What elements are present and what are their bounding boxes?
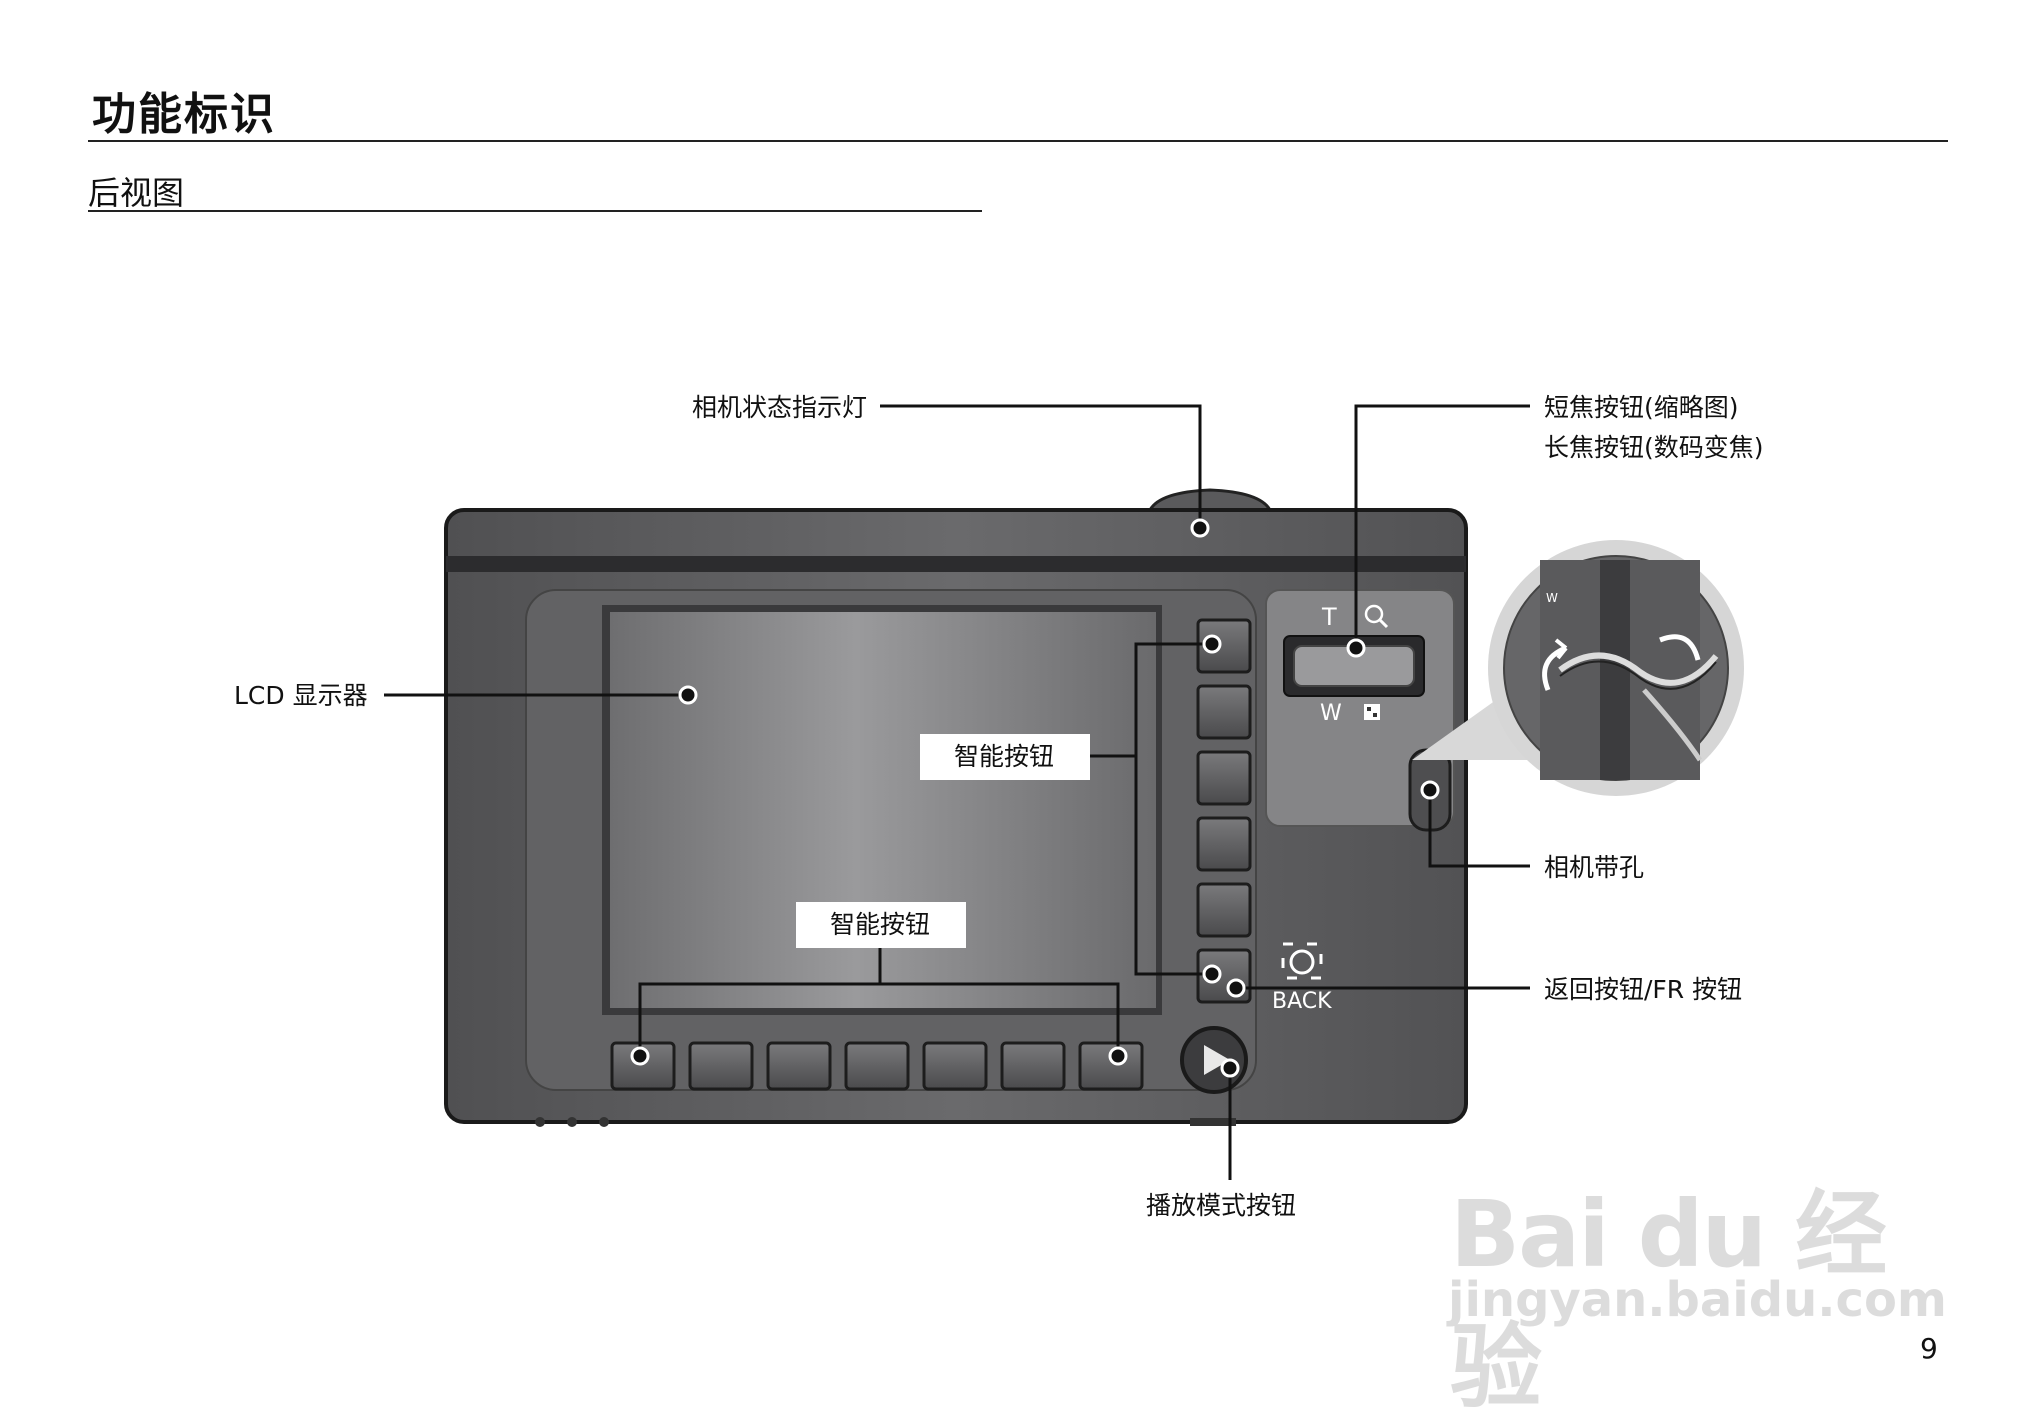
callout-zoom-wide: 短焦按钮(缩略图) [1544, 393, 1739, 422]
dot-eyelet [1420, 780, 1440, 800]
bottom-button-6 [1000, 1041, 1066, 1091]
side-button-1 [1196, 618, 1252, 674]
smart-label-box-side [920, 734, 1090, 780]
arrow-right-icon [1659, 634, 1701, 661]
dot-zoom [1346, 638, 1366, 658]
smart-label-box-bottom [796, 902, 966, 948]
callout-status-lamp: 相机状态指示灯 [692, 393, 868, 422]
watermark-url: jingyan.baidu.com [1448, 1272, 1947, 1328]
strap-cord [1558, 652, 1719, 686]
bottom-button-2 [688, 1041, 754, 1091]
bottom-button-5 [922, 1041, 988, 1091]
title-rule [88, 140, 1948, 142]
callout-smart-bottom: 智能按钮 [830, 910, 931, 939]
callout-dots [630, 518, 1440, 1078]
page-number: 9 [1920, 1332, 1938, 1365]
body-band [446, 556, 1466, 572]
arrow-left-icon [1542, 645, 1568, 691]
callout-lcd: LCD 显示器 [234, 681, 368, 710]
dot-back-2 [1226, 978, 1246, 998]
subtitle-rule [88, 210, 982, 212]
svg-text:W: W [1546, 591, 1558, 605]
page-title: 功能标识 [92, 89, 276, 140]
dot-status-lamp [1190, 518, 1210, 538]
callout-playback: 播放模式按钮 [1146, 1191, 1297, 1220]
side-button-5 [1196, 882, 1252, 938]
camera-rear-diagram: T W BACK W [384, 404, 1744, 1180]
side-button-3 [1196, 750, 1252, 806]
leader-lines [384, 404, 1530, 1180]
side-button-2 [1196, 684, 1252, 740]
bottom-button-3 [766, 1041, 832, 1091]
baidu-watermark: Bai du 经验 jingyan.baidu.com [1440, 1100, 1947, 1421]
dot-bottom-right [1108, 1046, 1128, 1066]
dot-playback [1220, 1058, 1240, 1078]
side-smart-buttons [1196, 618, 1252, 1004]
back-label: BACK [1272, 989, 1332, 1014]
zoom-t-label: T [1321, 603, 1337, 631]
dot-lcd [678, 685, 698, 705]
magnify-icon [1364, 604, 1384, 624]
bottom-button-1 [610, 1041, 676, 1091]
play-icon [1204, 1045, 1230, 1075]
callout-smart-side: 智能按钮 [954, 742, 1055, 771]
dot-bottom-left [630, 1046, 650, 1066]
lcd-screen [610, 612, 1156, 1008]
side-button-4 [1196, 816, 1252, 872]
bottom-button-4 [844, 1041, 910, 1091]
face-recognition-icon [1281, 942, 1323, 980]
section-subtitle: 后视图 [88, 174, 185, 212]
dot-side-smart [1202, 634, 1222, 654]
callout-back-fr: 返回按钮/FR 按钮 [1544, 975, 1743, 1004]
callout-strap-eyelet: 相机带孔 [1544, 853, 1645, 882]
dot-back [1202, 964, 1222, 984]
magnify-icon-handle [1378, 618, 1389, 629]
thumbnail-icon [1364, 704, 1380, 720]
callout-zoom-tele: 长焦按钮(数码变焦) [1544, 433, 1764, 462]
top-bump [1147, 488, 1273, 512]
zoom-w-label: W [1320, 701, 1342, 726]
bottom-smart-buttons [610, 1041, 1144, 1091]
